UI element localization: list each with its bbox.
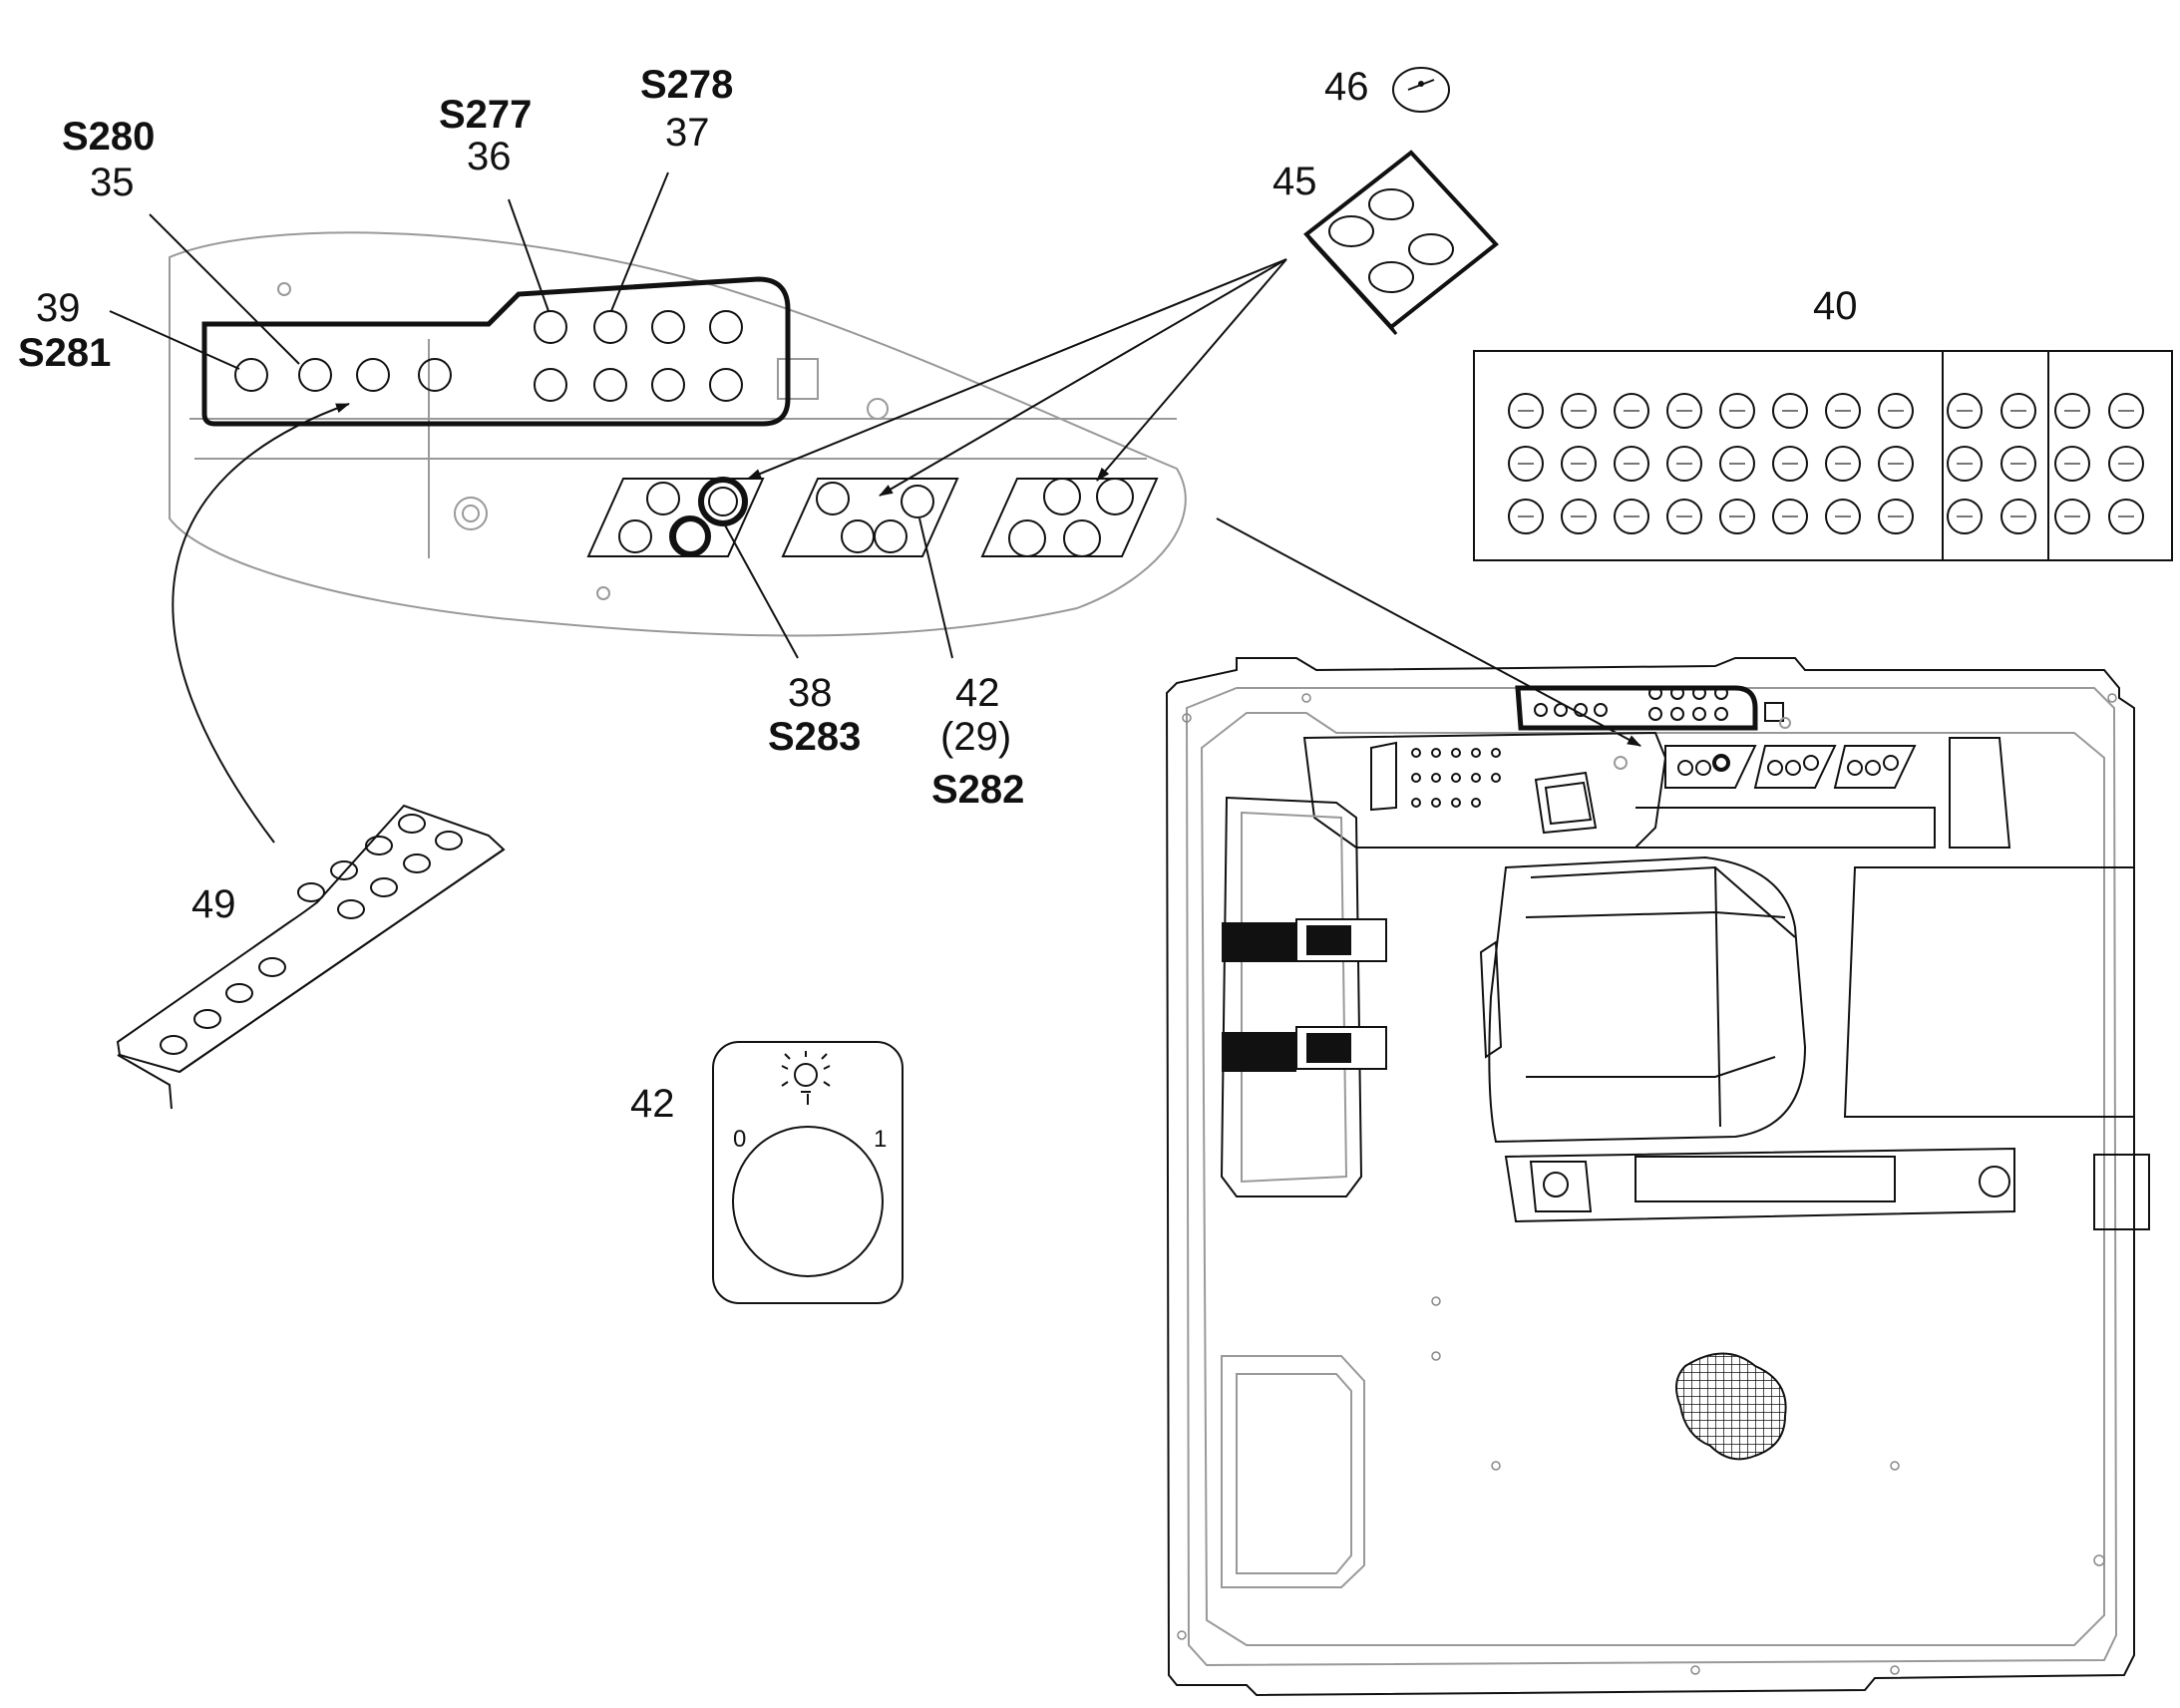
sheet-symbol [2054,393,2090,429]
sheet-symbol [1947,499,1983,534]
sheet-symbol [1666,446,1702,482]
sheet-symbol [1666,499,1702,534]
floor-mesh [1675,1352,1787,1461]
sheet-symbol [1614,393,1649,429]
switch-off-label: 0 [733,1126,746,1153]
sheet-symbol [1719,499,1755,534]
sheet-symbol [1878,393,1914,429]
label-45: 45 [1272,160,1317,203]
sheet-symbol [1772,393,1808,429]
sheet-symbol [2000,446,2036,482]
label-49: 49 [191,882,236,926]
label-40: 40 [1813,284,1858,328]
switch-panel-top [201,276,791,427]
label-s278: S278 [640,63,733,107]
sheet-symbol [1561,499,1597,534]
switch-38 [698,477,748,526]
label-38: 38 [788,671,833,715]
light-bulb-icon [781,1051,831,1093]
pedal-upper [1222,918,1387,962]
sheet-symbol [1878,499,1914,534]
switch-plate-42: 0 1 [712,1041,904,1304]
sheet-symbol [2000,499,2036,534]
lower-plate-3 [980,478,1159,557]
sheet-symbol [2000,393,2036,429]
cab-floor-plan [1165,657,2150,1697]
sheet-symbol [1561,393,1597,429]
sheet-symbol [1719,446,1755,482]
console-assembly [169,231,1187,637]
sheet-symbol [1947,446,1983,482]
leader-lines [109,171,1641,844]
cap-46 [1392,67,1450,113]
sheet-symbol [1878,446,1914,482]
lower-plate-2 [781,478,959,557]
sheet-symbol [1508,446,1544,482]
label-s280: S280 [62,115,155,159]
sheet-symbol [1772,499,1808,534]
label-35: 35 [90,161,135,204]
switch-42 [901,485,934,518]
label-s277: S277 [439,93,532,137]
sheet-symbol [1825,446,1861,482]
sheet-symbol [2054,446,2090,482]
label-s282: S282 [931,768,1024,812]
sheet-symbol [1772,446,1808,482]
sheet-symbol [1614,446,1649,482]
label-29: (29) [940,715,1011,759]
part-labels: S280 35 S277 36 S278 37 39 S281 38 S283 … [18,63,1858,1126]
label-39: 39 [36,286,81,330]
sheet-symbol [2108,499,2144,534]
sheet-symbol [2054,499,2090,534]
label-s283: S283 [768,715,861,759]
plate-45 [1303,150,1499,336]
sheet-symbol [1508,499,1544,534]
label-s281: S281 [18,331,111,375]
sheet-symbol [1561,446,1597,482]
sheet-symbol [2108,446,2144,482]
label-36: 36 [467,135,512,178]
bracket-49 [116,804,506,1110]
sheet-symbol [1666,393,1702,429]
label-42-plate: 42 [630,1082,675,1126]
label-sheet-40 [1473,350,2173,561]
sheet-symbol [1614,499,1649,534]
sheet-symbol [1719,393,1755,429]
sheet-symbol [1947,393,1983,429]
lower-plate-1 [586,477,765,557]
sheet-symbol [1825,499,1861,534]
sheet-symbol [1508,393,1544,429]
label-46: 46 [1324,65,1369,109]
label-37: 37 [665,111,710,155]
label-42-callout: 42 [955,671,1000,715]
sheet-symbol [1825,393,1861,429]
switch-on-label: 1 [874,1126,887,1153]
switch-panel-top-holes [234,310,743,402]
pedal-lower [1222,1026,1387,1072]
sheet-symbol [2108,393,2144,429]
